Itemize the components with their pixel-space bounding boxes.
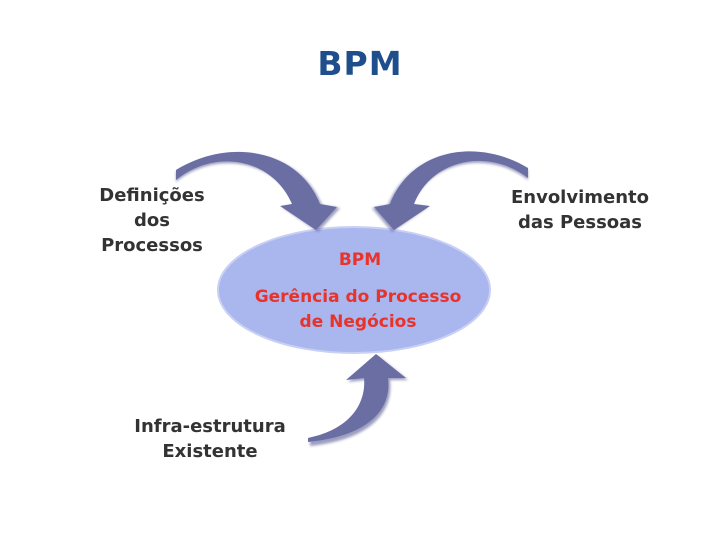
label-definicoes-line-1: Definições <box>99 185 205 206</box>
label-envolvimento-line-2: das Pessoas <box>517 212 643 233</box>
arrow-infra <box>308 354 408 446</box>
bpm-ellipse <box>217 226 491 354</box>
arrow-envolvimento <box>372 151 528 232</box>
label-definicoes-line-3: Processos <box>101 235 203 256</box>
label-infra-line-2: Existente <box>162 441 258 462</box>
label-definicoes: Definições dos Processos <box>92 183 212 258</box>
center-line-1: Gerência do Processo <box>254 287 462 307</box>
center-line-2: de Negócios <box>299 312 417 332</box>
label-definicoes-line-2: dos <box>134 210 170 231</box>
center-title: BPM <box>338 250 382 270</box>
label-infra-line-1: Infra-estrutura <box>134 416 286 437</box>
arrow-definicoes <box>176 151 340 232</box>
slide-title: BPM <box>317 44 403 83</box>
label-infra: Infra-estrutura Existente <box>132 414 288 464</box>
label-envolvimento-line-1: Envolvimento <box>510 187 650 208</box>
label-envolvimento: Envolvimento das Pessoas <box>505 185 655 235</box>
